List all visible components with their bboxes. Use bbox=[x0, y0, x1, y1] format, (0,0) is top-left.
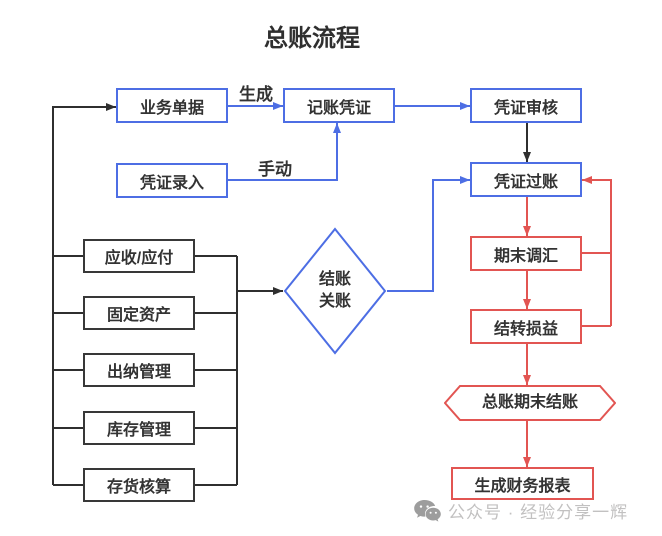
watermark-text: 公众号 · 经验分享一辉 bbox=[448, 503, 629, 522]
node-business-documents: 业务单据 bbox=[116, 88, 228, 123]
node-fixed-assets: 固定资产 bbox=[83, 296, 195, 330]
node-gl-period-close: 总账期末结账 bbox=[444, 385, 616, 421]
edge-label-manual: 手动 bbox=[258, 160, 292, 179]
edge-label-generate: 生成 bbox=[239, 85, 273, 104]
node-inventory-management: 库存管理 bbox=[83, 411, 195, 445]
node-closing-decision: 结账 关账 bbox=[283, 227, 387, 355]
node-receivable-payable: 应收/应付 bbox=[83, 239, 195, 273]
closing-decision-line1: 结账 bbox=[318, 271, 351, 289]
closing-decision-line2: 关账 bbox=[318, 293, 351, 310]
node-cashier-management: 出纳管理 bbox=[83, 353, 195, 387]
node-stock-accounting: 存货核算 bbox=[83, 468, 195, 502]
node-voucher-entry: 凭证录入 bbox=[116, 163, 228, 198]
hexagon-shape bbox=[444, 385, 616, 421]
node-accounting-voucher: 记账凭证 bbox=[283, 88, 395, 123]
node-generate-reports: 生成财务报表 bbox=[451, 467, 594, 500]
node-voucher-posting: 凭证过账 bbox=[470, 162, 582, 197]
page-title: 总账流程 bbox=[264, 25, 360, 52]
watermark: 公众号 · 经验分享一辉 bbox=[414, 498, 628, 523]
node-exchange-adjustment: 期末调汇 bbox=[470, 236, 582, 271]
node-voucher-review: 凭证审核 bbox=[470, 88, 582, 123]
node-carryover-profit-loss: 结转损益 bbox=[470, 309, 582, 344]
wechat-icon bbox=[414, 499, 441, 523]
diamond-shape bbox=[283, 227, 387, 355]
